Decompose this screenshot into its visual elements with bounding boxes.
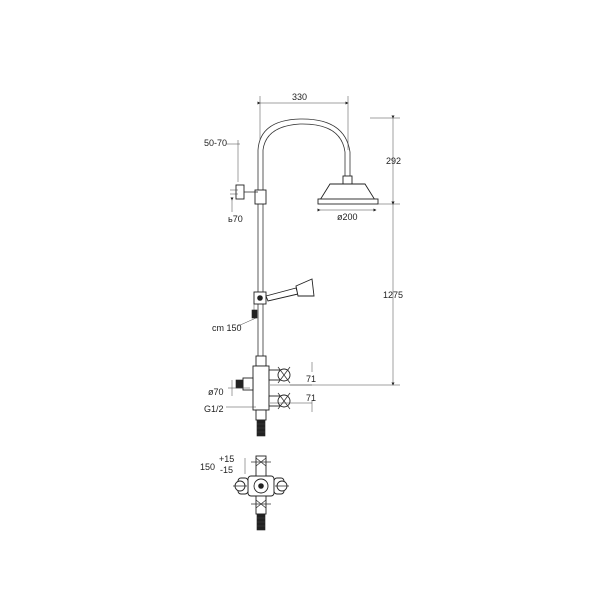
dimension-71-lower: 71 (270, 393, 316, 412)
dimension-label-g12: G1/2 (204, 404, 224, 414)
dimension-50-70: 50-70 (204, 138, 240, 182)
shower-head (317, 175, 379, 205)
dimension-b70: ь70 (228, 197, 243, 224)
mixer-body (235, 355, 291, 437)
dimension-hose: cm 150 (212, 317, 257, 333)
dimension-label-71-lower: 71 (306, 393, 316, 403)
hand-shower (251, 278, 315, 319)
dimension-g12: G1/2 (204, 404, 256, 414)
dimension-label-71-upper: 71 (306, 374, 316, 384)
dimension-label-150: 150 (200, 462, 215, 472)
dimension-label-hose: cm 150 (212, 323, 242, 333)
top-view: 150 +15 -15 (200, 454, 289, 531)
dimension-200: ø200 (317, 208, 377, 222)
dimension-330: 330 (257, 92, 349, 150)
dimension-292: 292 (370, 115, 401, 205)
dimension-71-upper: 71 (270, 362, 316, 386)
dimension-label-plus15: +15 (219, 454, 234, 464)
dimension-label-minus15: -15 (220, 465, 233, 475)
dimension-d70: ø70 (208, 380, 250, 397)
dimension-label-330: 330 (292, 92, 307, 102)
dimension-label-50-70: 50-70 (204, 138, 227, 148)
dimension-150: 150 +15 -15 (200, 454, 246, 475)
gooseneck-arm (257, 118, 351, 195)
dimension-label-b70: ь70 (228, 214, 243, 224)
riser-joint (254, 189, 267, 205)
riser-pipe (257, 195, 264, 362)
side-view: 330 292 1275 ø200 50-70 ь70 (204, 92, 403, 437)
wall-bracket (230, 184, 258, 200)
dimension-label-292: 292 (386, 156, 401, 166)
dimension-label-d70: ø70 (208, 387, 224, 397)
dimension-label-200: ø200 (337, 212, 358, 222)
dimension-label-1275: 1275 (383, 290, 403, 300)
